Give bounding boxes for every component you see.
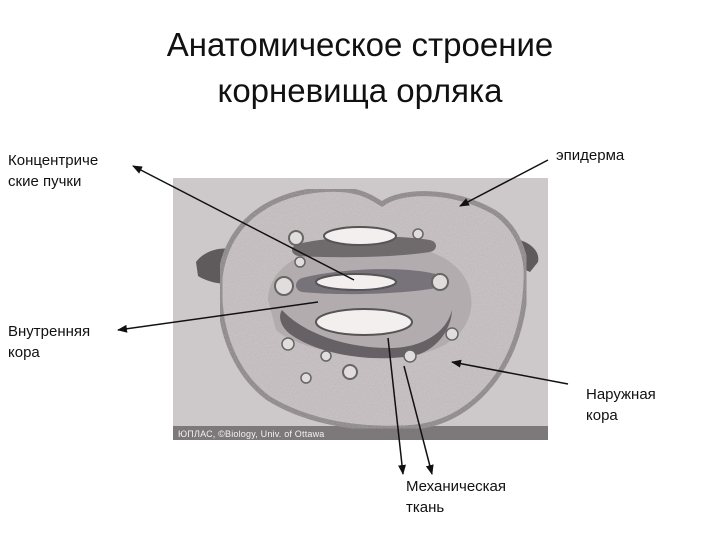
arrow-epidermis bbox=[459, 159, 549, 207]
mechanical-band-bottom bbox=[280, 310, 452, 359]
small-bundle bbox=[445, 327, 459, 341]
arrow-inner-cortex bbox=[117, 301, 319, 333]
label-mechanical-tissue: Механическая ткань bbox=[406, 476, 506, 518]
photo-bottom-strip bbox=[173, 426, 548, 440]
small-bundle bbox=[412, 228, 424, 240]
small-bundle bbox=[288, 230, 304, 246]
bundle-middle bbox=[315, 273, 397, 291]
label-outer-cortex-line-1: Наружная bbox=[586, 386, 656, 403]
small-bundle bbox=[403, 349, 417, 363]
arrow-outer-cortex bbox=[451, 359, 569, 385]
label-concentric-bundles: Концентриче ские пучки bbox=[8, 150, 98, 192]
label-inner-cortex: Внутренняя кора bbox=[8, 321, 90, 363]
small-bundle bbox=[300, 372, 312, 384]
arrow-concentric-bundles bbox=[132, 165, 355, 281]
small-bundle bbox=[342, 364, 358, 380]
title-line-1: Анатомическое строение bbox=[166, 26, 554, 63]
arrow-mechanical-2 bbox=[403, 365, 434, 475]
small-bundle bbox=[281, 337, 295, 351]
label-outer-cortex-line-2: кора bbox=[586, 407, 618, 424]
label-mechanical-line-1: Механическая bbox=[406, 478, 507, 495]
label-epidermis-text: эпидерма bbox=[556, 147, 625, 164]
label-concentric-line-2: ские пучки bbox=[8, 173, 82, 190]
small-bundle bbox=[431, 273, 449, 291]
small-bundle bbox=[294, 256, 306, 268]
label-concentric-line-1: Концентриче bbox=[8, 152, 99, 169]
label-epidermis: эпидерма bbox=[556, 145, 624, 166]
mechanical-band-top bbox=[292, 236, 436, 258]
slide-title: Анатомическое строение корневища орляка bbox=[0, 22, 720, 114]
label-inner-cortex-line-2: кора bbox=[8, 344, 40, 361]
label-mechanical-line-2: ткань bbox=[406, 499, 445, 516]
image-credit: ЮПЛАС, ©Biology, Univ. of Ottawa bbox=[178, 429, 325, 439]
bundle-top bbox=[323, 226, 397, 246]
small-bundle bbox=[320, 350, 332, 362]
title-line-2: корневища орляка bbox=[217, 72, 503, 109]
label-outer-cortex: Наружная кора bbox=[586, 384, 656, 426]
label-inner-cortex-line-1: Внутренняя bbox=[8, 323, 91, 340]
bundle-lower bbox=[315, 308, 413, 336]
arrow-mechanical-1 bbox=[387, 337, 406, 475]
small-bundle bbox=[274, 276, 294, 296]
